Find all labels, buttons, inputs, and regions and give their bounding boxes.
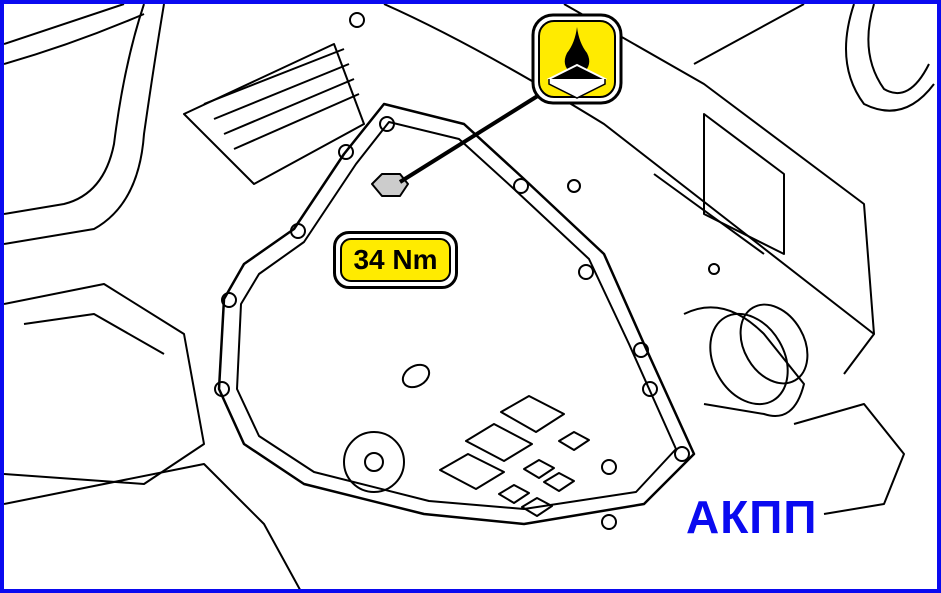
torque-spec-label: 34 Nm — [333, 231, 458, 289]
torque-value: 34 Nm — [340, 238, 451, 282]
transmission-line-drawing — [4, 4, 935, 589]
oil-fill-icon — [531, 13, 623, 105]
diagram-caption: АКПП — [686, 491, 818, 543]
